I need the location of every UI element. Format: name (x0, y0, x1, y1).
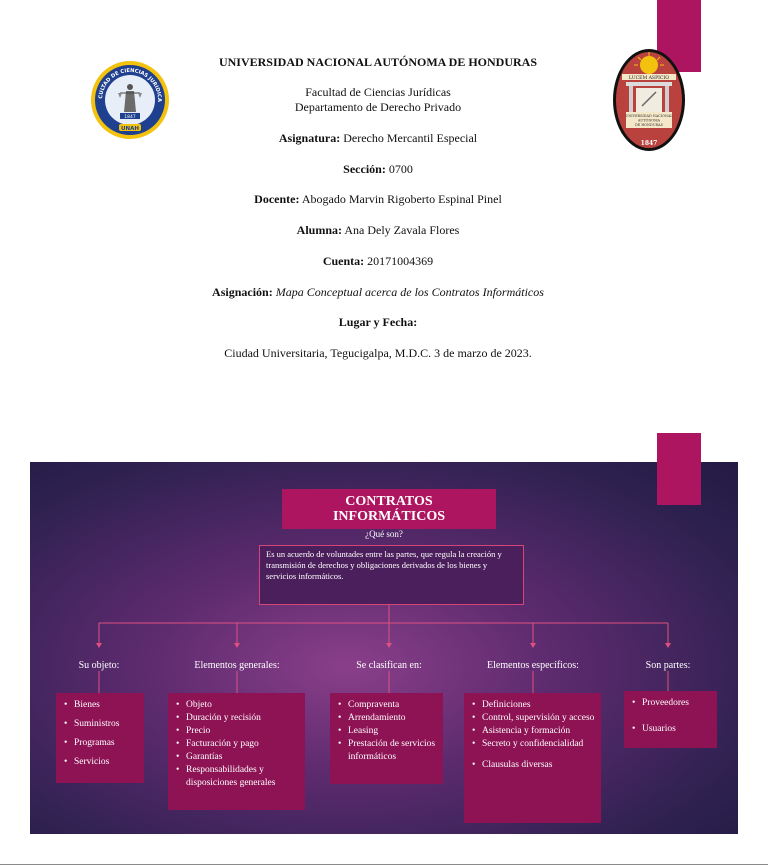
section-line: Sección: 0700 (150, 162, 606, 177)
account-label: Cuenta: (322, 254, 365, 268)
category-box-elementos-especificos: Definiciones Control, supervisión y acce… (464, 693, 601, 823)
list-item: Definiciones (472, 699, 595, 712)
list-item: Clausulas diversas (472, 759, 595, 772)
assignment-value: Mapa Conceptual acerca de los Contratos … (275, 285, 544, 299)
unah-shield-logo: LUCEM ASPICIO UNIVERSIDAD NACIONAL AUTÓN… (612, 48, 686, 152)
svg-text:DE HONDURAS: DE HONDURAS (635, 123, 664, 127)
account-value: 20171004369 (367, 254, 434, 268)
svg-text:1847: 1847 (124, 114, 136, 120)
list-item: Proveedores (632, 697, 711, 710)
map-title: CONTRATOS INFORMÁTICOS (282, 489, 496, 529)
list-item: Leasing (338, 725, 437, 738)
subject-label: Asignatura: (278, 131, 341, 145)
list-item: Programas (64, 737, 138, 750)
list-item: Servicios (64, 756, 138, 769)
concept-map: CONTRATOS INFORMÁTICOS ¿Qué son? Es un a… (30, 462, 738, 834)
list-item: Bienes (64, 699, 138, 712)
list-item: Secreto y confidencialidad (472, 738, 595, 751)
map-title-line1: CONTRATOS (345, 494, 433, 509)
place-date-label: Lugar y Fecha: (338, 315, 418, 329)
subject-line: Asignatura: Derecho Mercantil Especial (150, 131, 606, 146)
assignment-label: Asignación: (212, 285, 273, 299)
map-title-line2: INFORMÁTICOS (332, 509, 445, 524)
category-box-objeto: Bienes Suministros Programas Servicios (56, 693, 144, 783)
student-line: Alumna: Ana Dely Zavala Flores (150, 223, 606, 238)
department-name: Departamento de Derecho Privado (294, 100, 462, 114)
category-label-partes: Son partes: (645, 660, 691, 671)
definition-box: Es un acuerdo de voluntades entre las pa… (259, 545, 524, 605)
list-item: Responsabilidades y disposiciones genera… (176, 764, 299, 790)
svg-text:1847: 1847 (641, 140, 658, 147)
teacher-value: Abogado Marvin Rigoberto Espinal Pinel (301, 192, 502, 206)
list-item: Arrendamiento (338, 712, 437, 725)
list-item: Usuarios (632, 723, 711, 736)
category-label-objeto: Su objeto: (78, 660, 120, 671)
student-value: Ana Dely Zavala Flores (344, 223, 460, 237)
category-box-partes: Proveedores Usuarios (624, 691, 717, 748)
teacher-label: Docente: (254, 192, 300, 206)
list-item: Objeto (176, 699, 299, 712)
list-item: Prestación de servicios informáticos (338, 738, 437, 764)
subject-value: Derecho Mercantil Especial (343, 131, 478, 145)
list-item: Control, supervisión y acceso (472, 712, 595, 725)
place-date-value: Ciudad Universitaria, Tegucigalpa, M.D.C… (224, 346, 532, 360)
list-item: Asistencia y formación (472, 725, 595, 738)
question-label: ¿Qué son? (365, 529, 403, 539)
category-label-clasificacion: Se clasifican en: (356, 660, 422, 671)
account-line: Cuenta: 20171004369 (150, 254, 606, 269)
student-label: Alumna: (296, 223, 343, 237)
page-divider (0, 864, 768, 865)
list-item: Facturación y pago (176, 738, 299, 751)
connector-lines (96, 605, 671, 693)
university-name: UNIVERSIDAD NACIONAL AUTÓNOMA DE HONDURA… (218, 55, 538, 69)
faculty-seal-logo: FACULTAD DE CIENCIAS JURIDICAS 1847 UNAH (88, 56, 170, 140)
assignment-line: Asignación: Mapa Conceptual acerca de lo… (150, 285, 606, 300)
svg-text:AUTÓNOMA: AUTÓNOMA (637, 118, 661, 123)
list-item: Compraventa (338, 699, 437, 712)
category-box-elementos-generales: Objeto Duración y recisión Precio Factur… (168, 693, 305, 810)
section-label: Sección: (343, 162, 386, 176)
category-label-elementos-generales: Elementos generales: (194, 660, 280, 671)
category-label-elementos-especificos: Elementos específicos: (487, 660, 579, 671)
list-item: Precio (176, 725, 299, 738)
faculty-name: Facultad de Ciencias Jurídicas (305, 85, 451, 99)
list-item: Garantías (176, 751, 299, 764)
place-date-label-line: Lugar y Fecha: (150, 315, 606, 330)
svg-text:UNIVERSIDAD NACIONAL: UNIVERSIDAD NACIONAL (625, 114, 673, 118)
svg-text:LUCEM ASPICIO: LUCEM ASPICIO (629, 75, 669, 81)
section-value: 0700 (388, 162, 413, 176)
teacher-line: Docente: Abogado Marvin Rigoberto Espina… (150, 192, 606, 207)
bookmark-ribbon-middle (657, 433, 701, 505)
list-item: Suministros (64, 718, 138, 731)
list-item: Duración y recisión (176, 712, 299, 725)
svg-text:UNAH: UNAH (121, 126, 139, 132)
category-box-clasificacion: Compraventa Arrendamiento Leasing Presta… (330, 693, 443, 784)
